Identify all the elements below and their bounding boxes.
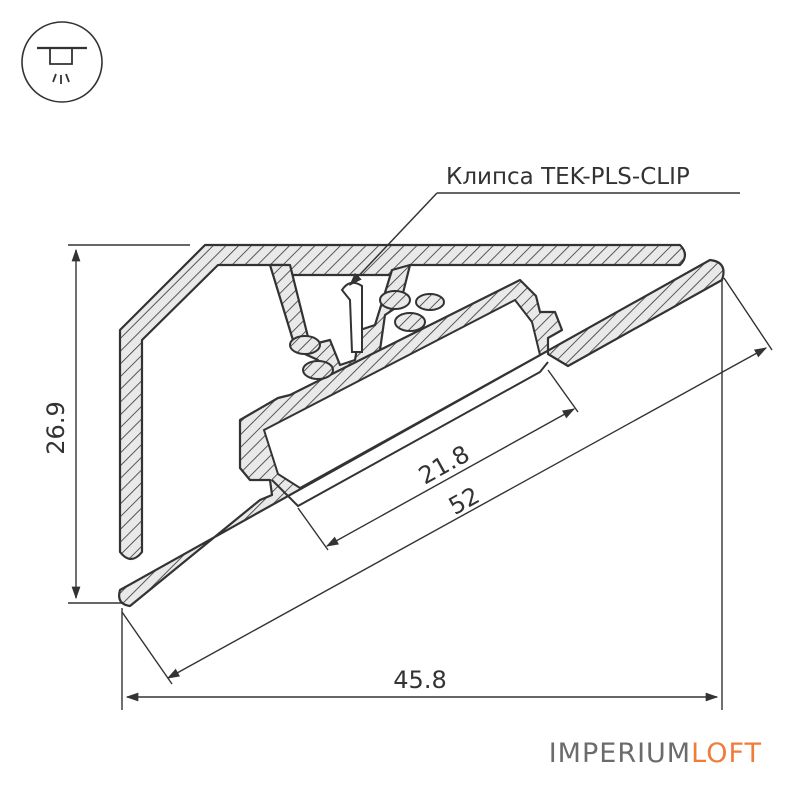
width-dimension-value: 45.8 [393, 666, 446, 694]
brand-logo-part2: LOFT [691, 738, 762, 769]
brand-logo: IMPERIUMLOFT [549, 738, 762, 769]
inner-width-dimension-value: 21.8 [414, 440, 474, 490]
diagonal-dimension-value: 52 [444, 481, 484, 520]
clip-callout-leader [349, 192, 740, 286]
profile-diagonal-plate [118, 258, 725, 608]
clip-callout-label: Клипса TEK-PLS-CLIP [446, 164, 690, 190]
ceiling-light-icon [21, 21, 103, 103]
height-dimension-value: 26.9 [42, 401, 70, 454]
brand-logo-part1: IMPERIUM [549, 738, 691, 769]
inner-width-dimension-lines [297, 369, 579, 551]
height-dimension-lines [68, 244, 190, 604]
